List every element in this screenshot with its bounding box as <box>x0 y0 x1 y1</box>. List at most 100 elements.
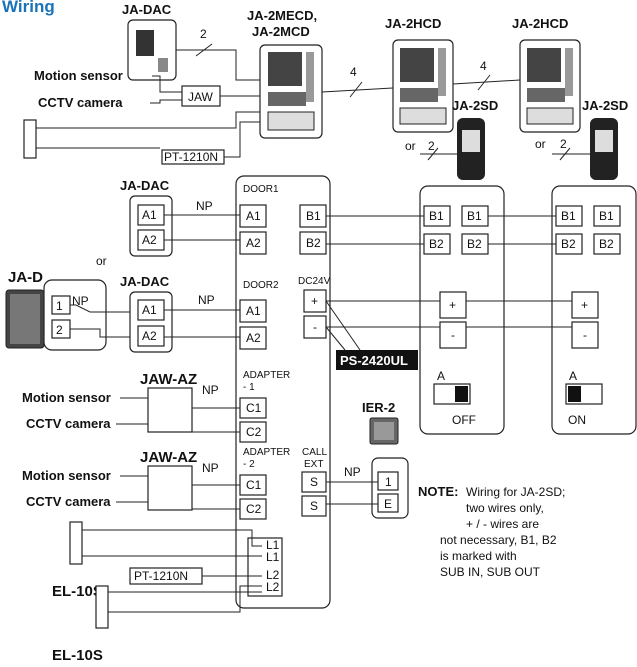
sub2-b2-in-label: B2 <box>561 237 576 251</box>
jaw-label: JAW <box>188 90 214 104</box>
or-label-sd2: or <box>535 137 546 151</box>
ja-d-outline <box>43 279 107 351</box>
note-line-4: not necessary, B1, B2 <box>440 533 557 547</box>
sub1-b1-in-label: B1 <box>429 209 444 223</box>
jaw-az-1-label: JAW-AZ <box>140 371 197 388</box>
sub1-b1-out-label: B1 <box>467 209 482 223</box>
l1-label-b: L1 <box>266 550 280 564</box>
main-b2-label: B2 <box>306 236 321 250</box>
adapter1-c2-label: C2 <box>246 425 262 439</box>
cctv-camera-top-label: CCTV camera <box>38 95 123 110</box>
ier-2-e-terminal <box>377 493 399 513</box>
jaw-az-2-box <box>147 465 193 511</box>
ja-2mecd-unit <box>259 44 323 139</box>
ja-2sd-1-unit <box>457 118 485 180</box>
ja-2mcd-label: JA-2MCD <box>252 24 310 39</box>
door1-label: DOOR1 <box>243 184 279 195</box>
call-ext-label-a: CALL <box>302 447 327 458</box>
ja-d-label: JA-D <box>8 269 43 286</box>
adapter1-c1-label: C1 <box>246 401 262 415</box>
sub2-minus-label: - <box>583 328 587 342</box>
door1-a2-label: A2 <box>246 236 261 250</box>
sub1-b2-out-label: B2 <box>467 237 482 251</box>
door2-a2-label: A2 <box>246 331 261 345</box>
sub2-b2-out-terminal <box>593 233 621 255</box>
note-line-5: is marked with <box>440 549 517 563</box>
sub2-plus-terminal <box>571 291 599 319</box>
main-plus-label: + <box>311 294 318 308</box>
ja-2sd-2-unit <box>590 118 618 180</box>
sub1-off-label: OFF <box>452 413 476 427</box>
sub1-b2-in-label: B2 <box>429 237 444 251</box>
call-ext-s2-terminal <box>301 495 327 517</box>
jaw-az-1-box <box>147 387 193 433</box>
ja-dac-1-label: JA-DAC <box>120 178 170 193</box>
sub2-b1-out-terminal <box>593 205 621 227</box>
np-label-call-ext: NP <box>344 465 361 479</box>
diagram-title: Wiring <box>2 0 55 16</box>
ja-2hcd-2-unit <box>519 39 581 133</box>
np-label-door1: NP <box>196 199 213 213</box>
ja-dac-2-a1-label: A1 <box>142 303 157 317</box>
adapter2-c1-label: C1 <box>246 478 262 492</box>
sub1-plus-terminal <box>439 291 467 319</box>
door1-a2-terminal <box>239 231 267 255</box>
wire-count-2-top: 2 <box>200 27 207 41</box>
el-10s-1-label: EL-10S <box>52 583 103 600</box>
ja-dac-2-a2-label: A2 <box>142 329 157 343</box>
note-line-1: Wiring for JA-2SD; <box>466 485 565 499</box>
door2-a1-label: A1 <box>246 304 261 318</box>
call-ext-s1-label: S <box>310 475 318 489</box>
ja-d-unit <box>5 289 45 349</box>
sub2-b2-out-label: B2 <box>599 237 614 251</box>
ja-2hcd-1-label: JA-2HCD <box>385 16 441 31</box>
pt-1210n-bottom-label: PT-1210N <box>134 569 188 583</box>
door2-a1-terminal <box>239 299 267 323</box>
ps-2420ul-label: PS-2420UL <box>340 353 408 368</box>
motion-sensor-top-label: Motion sensor <box>34 68 123 83</box>
sub1-switch-a-label: A <box>437 369 445 383</box>
adapter2-c2-label: C2 <box>246 502 262 516</box>
ps-2420ul-box <box>336 350 418 370</box>
sub2-plus-label: + <box>581 298 588 312</box>
ja-dac-2-a2-terminal <box>137 325 165 347</box>
adapter2-label-a: ADAPTER <box>243 447 290 458</box>
note-line-2: two wires only, <box>466 501 544 515</box>
dc24v-label: DC24V <box>298 276 331 287</box>
ja-d-2-label: 2 <box>56 323 63 337</box>
wire-count-2-sd1: 2 <box>428 139 435 153</box>
ier-2-1-label: 1 <box>385 475 392 489</box>
main-b1-label: B1 <box>306 209 321 223</box>
ja-2sd-1-label: JA-2SD <box>452 98 498 113</box>
l2-label-a: L2 <box>266 568 280 582</box>
ier-2-1-terminal <box>377 471 399 491</box>
door2-a2-terminal <box>239 326 267 350</box>
or-label-sd1: or <box>405 139 416 153</box>
main-b2-terminal <box>299 231 327 255</box>
motion-sensor-1-label: Motion sensor <box>22 390 111 405</box>
pt-1210n-top-label: PT-1210N <box>164 150 218 164</box>
np-label-ja-d: NP <box>72 294 89 308</box>
sub1-plus-label: + <box>449 298 456 312</box>
wire-count-4-a: 4 <box>350 65 357 79</box>
note-line-6: SUB IN, SUB OUT <box>440 565 541 579</box>
ja-d-1-label: 1 <box>56 299 63 313</box>
ier-2-unit <box>369 417 399 445</box>
jaw-az-2-label: JAW-AZ <box>140 449 197 466</box>
adapter1-label-a: ADAPTER <box>243 370 290 381</box>
sub2-b1-in-label: B1 <box>561 209 576 223</box>
door-strike-top <box>23 119 37 159</box>
ja-2mecd-label: JA-2MECD, <box>247 8 317 23</box>
ja-dac-top-unit <box>127 19 177 81</box>
ja-2hcd-1-unit <box>392 39 454 133</box>
call-ext-label-b: EXT <box>304 459 323 470</box>
cctv-camera-1-label: CCTV camera <box>26 416 111 431</box>
sub1-minus-label: - <box>451 328 455 342</box>
ja-dac-1-a1-label: A1 <box>142 208 157 222</box>
ier-2-label: IER-2 <box>362 400 395 415</box>
adapter1-label-b: - 1 <box>243 382 255 393</box>
l1-label-a: L1 <box>266 538 280 552</box>
call-ext-s2-label: S <box>310 499 318 513</box>
l2-label-b: L2 <box>266 580 280 594</box>
adapter2-label-b: - 2 <box>243 459 255 470</box>
